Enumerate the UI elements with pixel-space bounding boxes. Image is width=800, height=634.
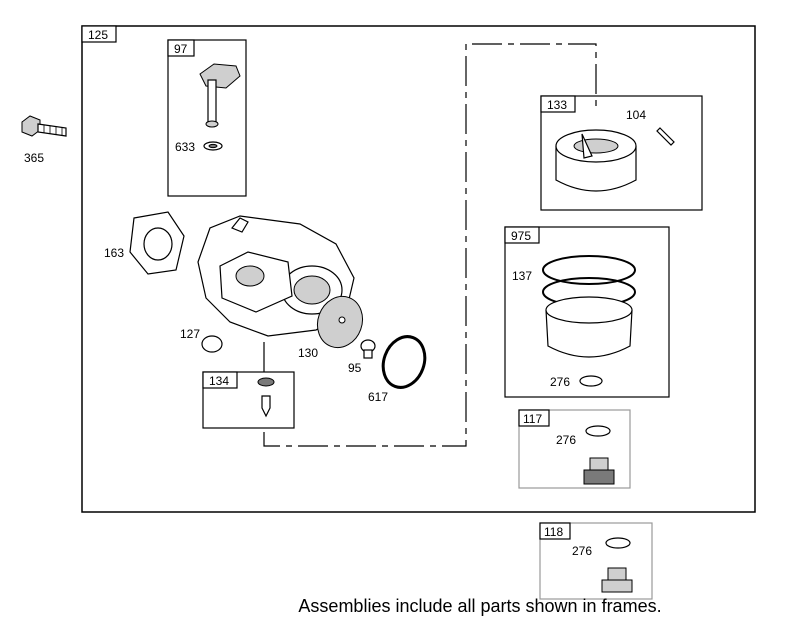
callout-617: 617 [368,390,388,404]
frame-133: 133 [540,95,703,211]
callout-95: 95 [348,361,362,375]
frame-975: 975 [504,226,670,398]
callout-633: 633 [175,140,195,154]
part-127-plug [201,335,223,353]
frame-117: 117 [518,409,631,489]
callout-130: 130 [298,346,318,360]
frame-118: 118 [539,522,653,600]
callout-276-frame-118: 276 [572,544,592,558]
callout-163: 163 [104,246,124,260]
frame-134: 134 [202,371,295,429]
frame-id-133: 133 [547,98,567,112]
callout-127: 127 [180,327,200,341]
frame-id-134: 134 [209,374,229,388]
callout-276-frame-117: 276 [556,433,576,447]
callout-137: 137 [512,269,532,283]
frame-id-97: 97 [174,42,188,56]
frame-125: 125 [81,25,756,513]
part-130-plate [316,295,364,349]
frame-id-125: 125 [88,28,108,42]
part-365-bolt [21,115,67,137]
diagram-caption: Assemblies include all parts shown in fr… [298,596,662,616]
callout-276-frame-975: 276 [550,375,570,389]
carburetor-body [197,215,355,337]
part-617-oring [381,335,427,389]
part-95-screw [360,339,376,359]
part-163-gasket [129,211,185,275]
frame-id-118: 118 [544,525,563,539]
frame-id-975: 975 [511,229,531,243]
frame-id-117: 117 [523,412,542,426]
connector-lines [263,43,597,447]
callout-365: 365 [24,151,44,165]
frame-97: 97 [167,39,247,197]
callout-104: 104 [626,108,646,122]
